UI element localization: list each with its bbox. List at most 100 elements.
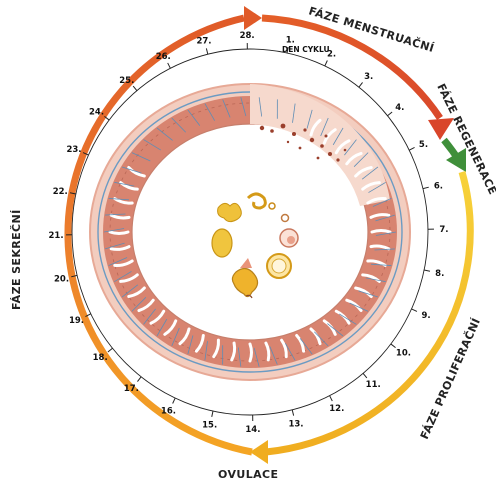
gland	[280, 338, 288, 359]
ruptured-follicle	[240, 258, 252, 268]
day-ring	[71, 48, 429, 416]
vessel	[171, 327, 180, 347]
gland	[137, 298, 155, 313]
gland	[366, 259, 387, 267]
vessel	[353, 152, 369, 167]
vessel	[114, 271, 132, 283]
gland	[309, 118, 322, 137]
day-label: 21.	[48, 231, 63, 241]
day-tick	[85, 313, 92, 317]
vessel	[114, 181, 135, 187]
vessel	[131, 297, 147, 312]
vessel	[339, 313, 357, 325]
menstruation-phase-arc	[261, 14, 443, 120]
vessel	[314, 331, 329, 347]
gland	[366, 197, 387, 205]
day-tick	[362, 373, 368, 379]
endometrial-glands	[108, 118, 392, 363]
vessel	[374, 248, 395, 251]
day-tick	[205, 48, 209, 55]
follicle-dot	[280, 213, 290, 223]
gland	[322, 128, 337, 145]
day-tick	[408, 147, 415, 151]
vessel	[121, 166, 142, 174]
day-label: 8.	[435, 269, 444, 279]
vessel	[237, 347, 242, 367]
ovarian-follicles	[211, 192, 299, 299]
day-label: 17.	[124, 384, 139, 394]
day-label: 7.	[439, 225, 448, 235]
gland	[264, 341, 271, 362]
day-tick	[104, 115, 110, 121]
day-label: 12.	[329, 404, 344, 414]
day-tick	[424, 269, 431, 272]
day-tick	[132, 85, 138, 91]
gland	[108, 230, 130, 235]
cycle-day-label: DEN CYKLU	[282, 45, 330, 54]
phase-arcs	[64, 6, 474, 464]
day-tick	[167, 62, 171, 69]
vessel	[187, 109, 201, 126]
day-tick	[82, 152, 89, 156]
vessel	[292, 103, 296, 123]
vessel	[105, 242, 125, 250]
secretion-phase-arc	[64, 14, 253, 456]
vessel	[344, 139, 357, 156]
day-label: 27.	[196, 37, 211, 47]
gland	[230, 341, 237, 362]
gland	[109, 245, 131, 251]
day-label: 25.	[119, 76, 134, 86]
regeneration-arrowhead	[446, 148, 466, 172]
vessel	[299, 338, 313, 355]
vessel	[121, 284, 139, 298]
day-label: 13.	[288, 419, 303, 429]
endometrium-ring	[89, 83, 411, 381]
day-label: 1.	[286, 35, 295, 45]
gland	[295, 333, 306, 353]
vessel	[361, 166, 379, 180]
day-label: 3.	[364, 72, 373, 82]
vessel	[368, 181, 386, 193]
day-tick	[107, 347, 113, 353]
gland	[212, 338, 220, 359]
day-tick	[411, 308, 418, 312]
follicle-cluster-top	[217, 202, 242, 223]
vessel	[187, 335, 194, 355]
day-tick	[71, 274, 78, 278]
day-label: 20.	[54, 275, 69, 285]
vessel	[365, 277, 386, 283]
gland	[127, 166, 146, 178]
vessel	[327, 323, 344, 337]
follicle-curl	[246, 192, 267, 210]
day-labels: 1.2.3.4.5.6.7.8.9.10.11.12.13.14.15.16.1…	[48, 31, 448, 435]
gland	[127, 286, 146, 298]
day-label: 14.	[245, 425, 260, 435]
day-tick	[329, 395, 333, 402]
vessel	[349, 302, 369, 312]
vessel	[105, 213, 126, 216]
gland	[354, 286, 373, 298]
gland	[370, 229, 392, 234]
day-label: 10.	[396, 349, 411, 359]
vessel	[240, 97, 247, 117]
vessel	[306, 109, 313, 129]
day-label: 2.	[327, 49, 336, 59]
vessel	[204, 103, 216, 121]
vessel	[332, 127, 344, 146]
day-label: 16.	[161, 407, 176, 417]
day-ticks	[66, 43, 434, 421]
shed-tissue	[259, 123, 347, 162]
vessel	[156, 318, 168, 337]
day-label: 24.	[89, 107, 104, 117]
day-tick	[390, 343, 396, 349]
ovulation-label: OVULACE	[218, 468, 278, 481]
gland	[345, 298, 363, 313]
day-tick	[387, 111, 393, 117]
vessel	[358, 290, 379, 298]
vessel	[258, 97, 263, 117]
secretion-arrowhead	[244, 6, 262, 30]
vessel	[143, 308, 156, 325]
vessel	[222, 99, 231, 118]
day-label: 23.	[66, 145, 81, 155]
day-tick	[211, 410, 214, 417]
